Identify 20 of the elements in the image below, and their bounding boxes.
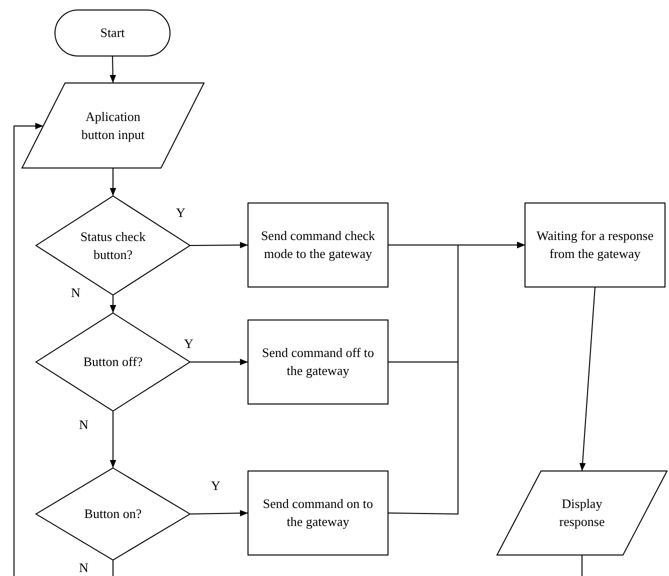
node-text: Button off? [82,352,144,371]
node-text: Start [99,24,126,42]
arrow [190,242,248,248]
node-text: Send command on to the gateway [262,494,374,531]
node-text: Send command off to the gateway [260,344,376,380]
arrow [190,510,248,516]
arrow [190,358,248,366]
node-text: Waiting for a response from the gateway [536,226,654,263]
node-text: Display response [558,494,606,531]
arrow [579,286,596,472]
arrow [110,168,116,196]
arrow [388,242,526,514]
arrow [110,410,116,468]
node-text: Button on? [83,504,143,523]
arrow [110,56,116,84]
node-text: Aplication button input [80,107,146,144]
arrow [14,122,44,576]
arrow [110,294,116,314]
node-text: Status check button? [79,227,147,264]
node-text: Send command check mode to the gateway [260,226,376,263]
